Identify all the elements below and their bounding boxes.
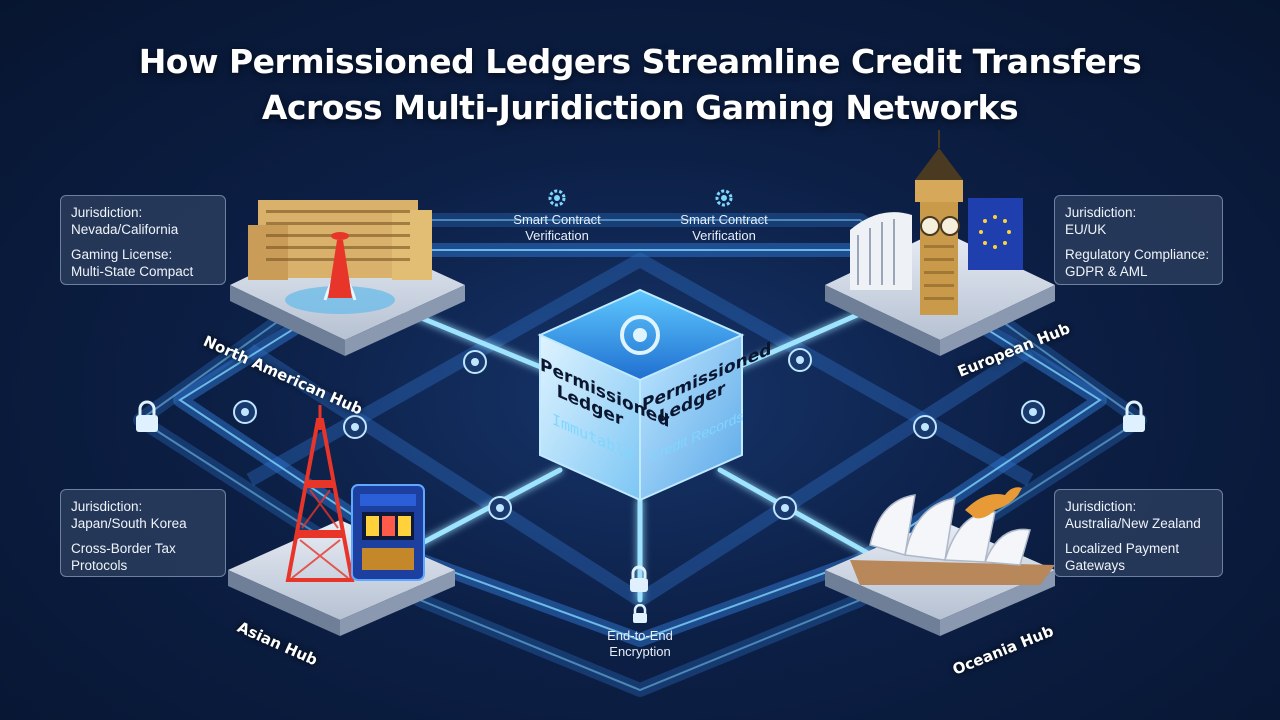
opera-house-illustration — [850, 494, 1055, 585]
slot-machine-illustration — [351, 484, 425, 581]
lock-icon — [136, 400, 158, 432]
lock-icon — [630, 603, 650, 624]
jurisdiction-card-asia: Jurisdiction: Japan/South Korea Cross-Bo… — [60, 489, 226, 577]
title-line-2: Across Multi-Juridiction Gaming Networks — [261, 88, 1019, 127]
kangaroo-illustration — [965, 487, 1022, 519]
tokyo-tower-illustration — [285, 405, 355, 582]
jurisdiction-card-north-america: Jurisdiction: Nevada/California Gaming L… — [60, 195, 226, 285]
platform-asia — [228, 520, 455, 636]
lock-icon — [1123, 400, 1145, 432]
beam-europe — [717, 302, 883, 378]
smart-contract-note-left: Smart Contract Verification — [487, 188, 627, 244]
smart-contract-note-right: Smart Contract Verification — [654, 188, 794, 244]
encryption-note: End-to-End Encryption — [570, 603, 710, 660]
permissioned-ledger-cube — [537, 288, 745, 502]
beam-oceania — [717, 467, 883, 563]
padlock-icons — [136, 400, 1145, 592]
big-ben-illustration — [850, 130, 1023, 315]
gear-icon — [547, 188, 567, 208]
jurisdiction-card-oceania: Jurisdiction: Australia/New Zealand Loca… — [1054, 489, 1223, 577]
title-line-1: How Permissioned Ledgers Streamline Cred… — [138, 42, 1142, 81]
gear-icon — [714, 188, 734, 208]
casino-buildings-illustration — [248, 200, 432, 314]
lock-icon — [630, 565, 648, 592]
jurisdiction-card-europe: Jurisdiction: EU/UK Regulatory Complianc… — [1054, 195, 1223, 285]
